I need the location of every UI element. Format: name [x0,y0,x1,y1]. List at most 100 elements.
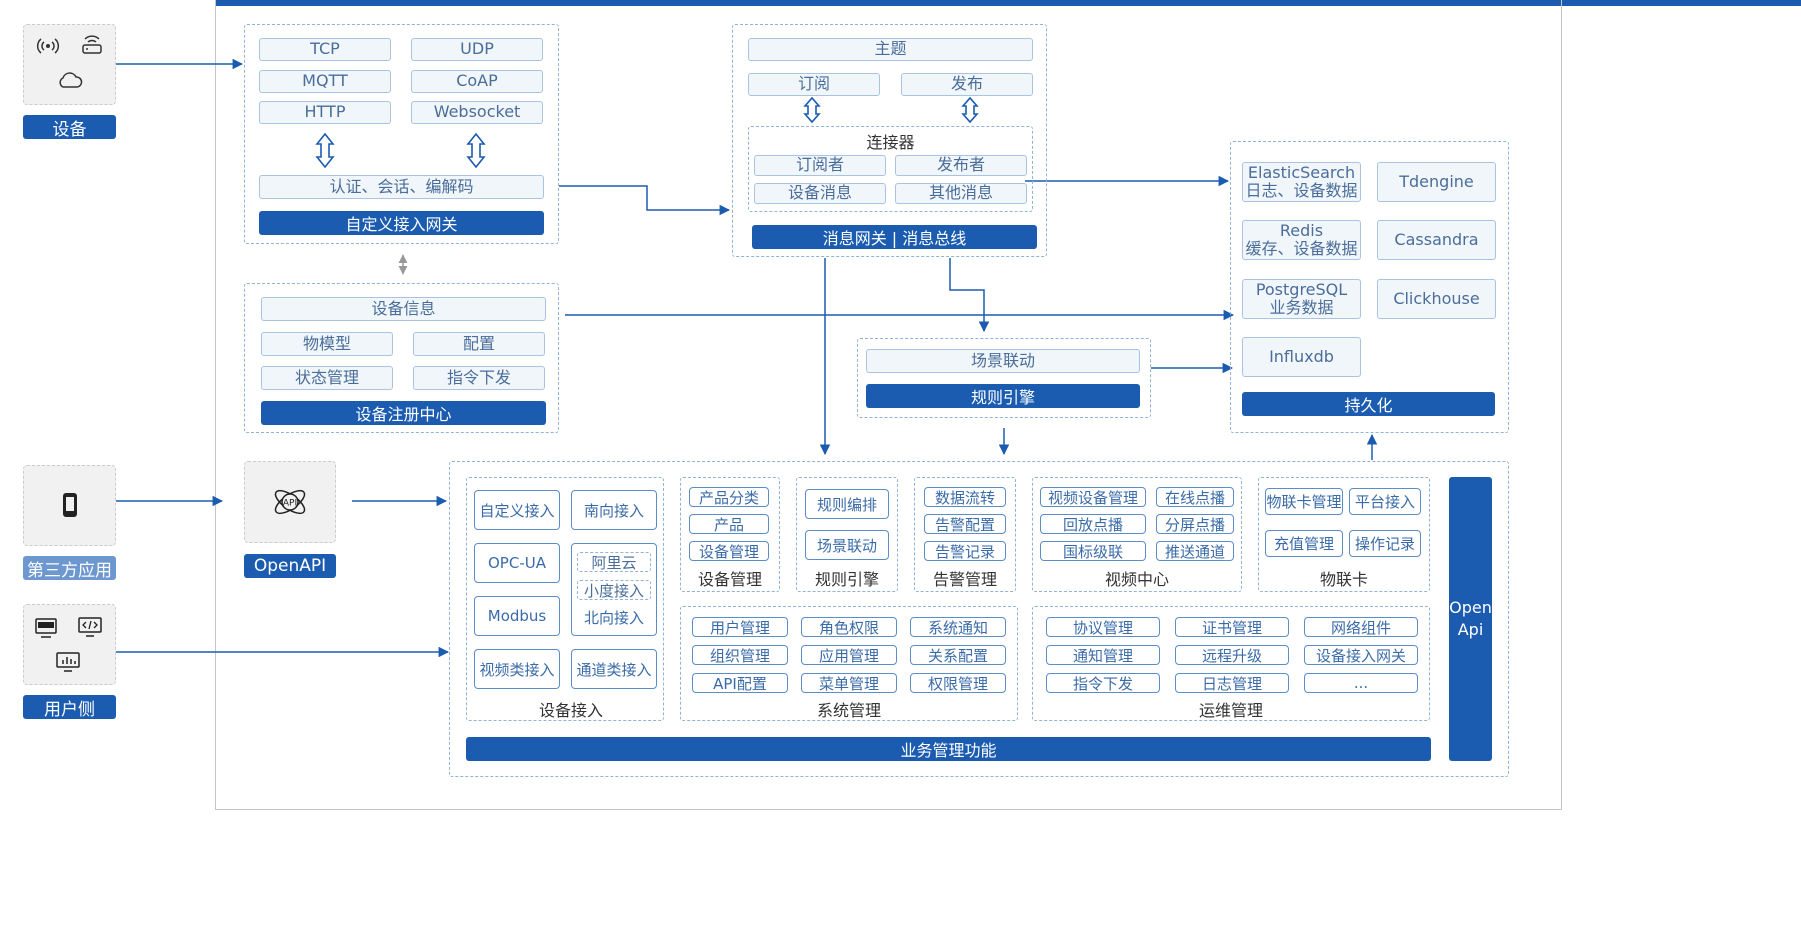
southbound-access: 南向接入 [571,490,657,530]
store-desc: 业务数据 [1269,298,1334,317]
connector-frame [748,126,1033,212]
xiaodu-access: 小度接入 [577,580,651,600]
persistence-frame [1230,141,1509,433]
outer-frame [215,0,1562,810]
code-icon [78,617,102,637]
video-title: 视频中心 [1104,570,1169,589]
cloud-icon [59,72,83,88]
network-component: 网络组件 [1304,617,1418,637]
opc-ua: OPC-UA [474,543,560,583]
line-message-rules [949,258,990,333]
publisher: 发布者 [895,155,1027,176]
iot-card-title: 物联卡 [1319,570,1368,589]
devices-box [23,24,116,105]
api-icon-text: API [283,499,297,509]
device-message: 设备消息 [754,183,886,204]
command-issue: 指令下发 [1046,673,1160,693]
alarm-frame [914,477,1016,592]
gateway-frame [244,24,559,244]
scene-linkage: 场景联动 [866,349,1140,373]
double-arrow-3 [803,96,821,124]
dashboard-icon [56,652,80,672]
thing-model: 物模型 [261,332,393,356]
role-permission: 角色权限 [801,617,897,637]
protocol-udp: UDP [411,38,543,61]
wireless-icon [36,38,60,54]
rules-frame [857,338,1151,418]
data-flow: 数据流转 [924,487,1006,507]
northbound-label: 北向接入 [583,608,644,627]
scene-linkage-biz: 场景联动 [805,530,889,560]
system-notice: 系统通知 [910,617,1006,637]
rules-title: 规则引擎 [866,384,1140,408]
auth-codec: 认证、会话、编解码 [259,175,544,199]
online-playback: 在线点播 [1156,487,1234,507]
user-side-label: 用户侧 [23,695,116,720]
video-access: 视频类接入 [474,649,560,689]
recharge-mgmt: 充值管理 [1265,530,1343,557]
store-name: ElasticSearch [1247,162,1356,182]
message-frame [732,24,1047,257]
rule-engine-title: 规则引擎 [814,570,879,589]
notify-mgmt: 通知管理 [1046,645,1160,665]
double-arrow-2 [466,132,486,169]
line-gateway-message [559,185,731,216]
config: 配置 [413,332,545,356]
system-title: 系统管理 [816,701,881,720]
device-info: 设备信息 [261,297,546,321]
store-influxdb: Influxdb [1242,337,1361,377]
gb-cascade: 国标级联 [1040,541,1146,561]
store-name: Tdengine [1399,171,1474,191]
message-title: 消息网关 | 消息总线 [752,225,1037,249]
ops-title: 运维管理 [1198,701,1263,720]
app-icon [35,618,57,638]
channel-access: 通道类接入 [571,649,657,689]
store-name: Influxdb [1269,346,1334,366]
replay-playback: 回放点播 [1040,514,1146,534]
store-desc: 缓存、设备数据 [1245,239,1358,258]
other-message: 其他消息 [895,183,1027,204]
store-name: PostgreSQL [1255,279,1348,299]
store-name: Clickhouse [1393,288,1480,308]
store-desc: 日志、设备数据 [1245,181,1358,200]
ops-frame [1032,606,1430,721]
push-channel: 推送通道 [1156,541,1234,561]
log-mgmt: 日志管理 [1175,673,1289,693]
phone-icon [63,493,77,517]
device-management: 设备管理 [689,541,769,561]
third-party-label: 第三方应用 [23,556,116,581]
user-mgmt: 用户管理 [692,617,788,637]
platform-access: 平台接入 [1349,488,1421,515]
alarm-config: 告警配置 [924,514,1006,534]
modbus: Modbus [474,596,560,636]
registry-frame [244,283,559,433]
user-side-box [23,604,116,685]
router-icon [82,35,102,54]
subscribe: 订阅 [748,73,880,96]
permission-mgmt: 权限管理 [910,673,1006,693]
api-config: API配置 [692,673,788,693]
org-mgmt: 组织管理 [692,645,788,665]
store-cassandra: Cassandra [1377,220,1496,260]
split-screen: 分屏点播 [1156,514,1234,534]
store-clickhouse: Clickhouse [1377,279,1496,319]
aliyun: 阿里云 [577,552,651,572]
custom-access: 自定义接入 [474,490,560,530]
topic: 主题 [748,38,1033,61]
gateway-title: 自定义接入网关 [259,211,544,235]
business-title: 业务管理功能 [466,737,1431,761]
device-mgmt-frame [680,477,780,592]
more-items: ... [1304,673,1418,693]
business-frame [449,461,1509,777]
store-name: Redis [1279,220,1324,240]
product-category: 产品分类 [689,487,769,507]
protocol-coap: CoAP [411,70,543,93]
openapi-label: OpenAPI [244,554,336,578]
double-arrow-4 [961,96,979,124]
iot-card-mgmt: 物联卡管理 [1265,488,1343,515]
